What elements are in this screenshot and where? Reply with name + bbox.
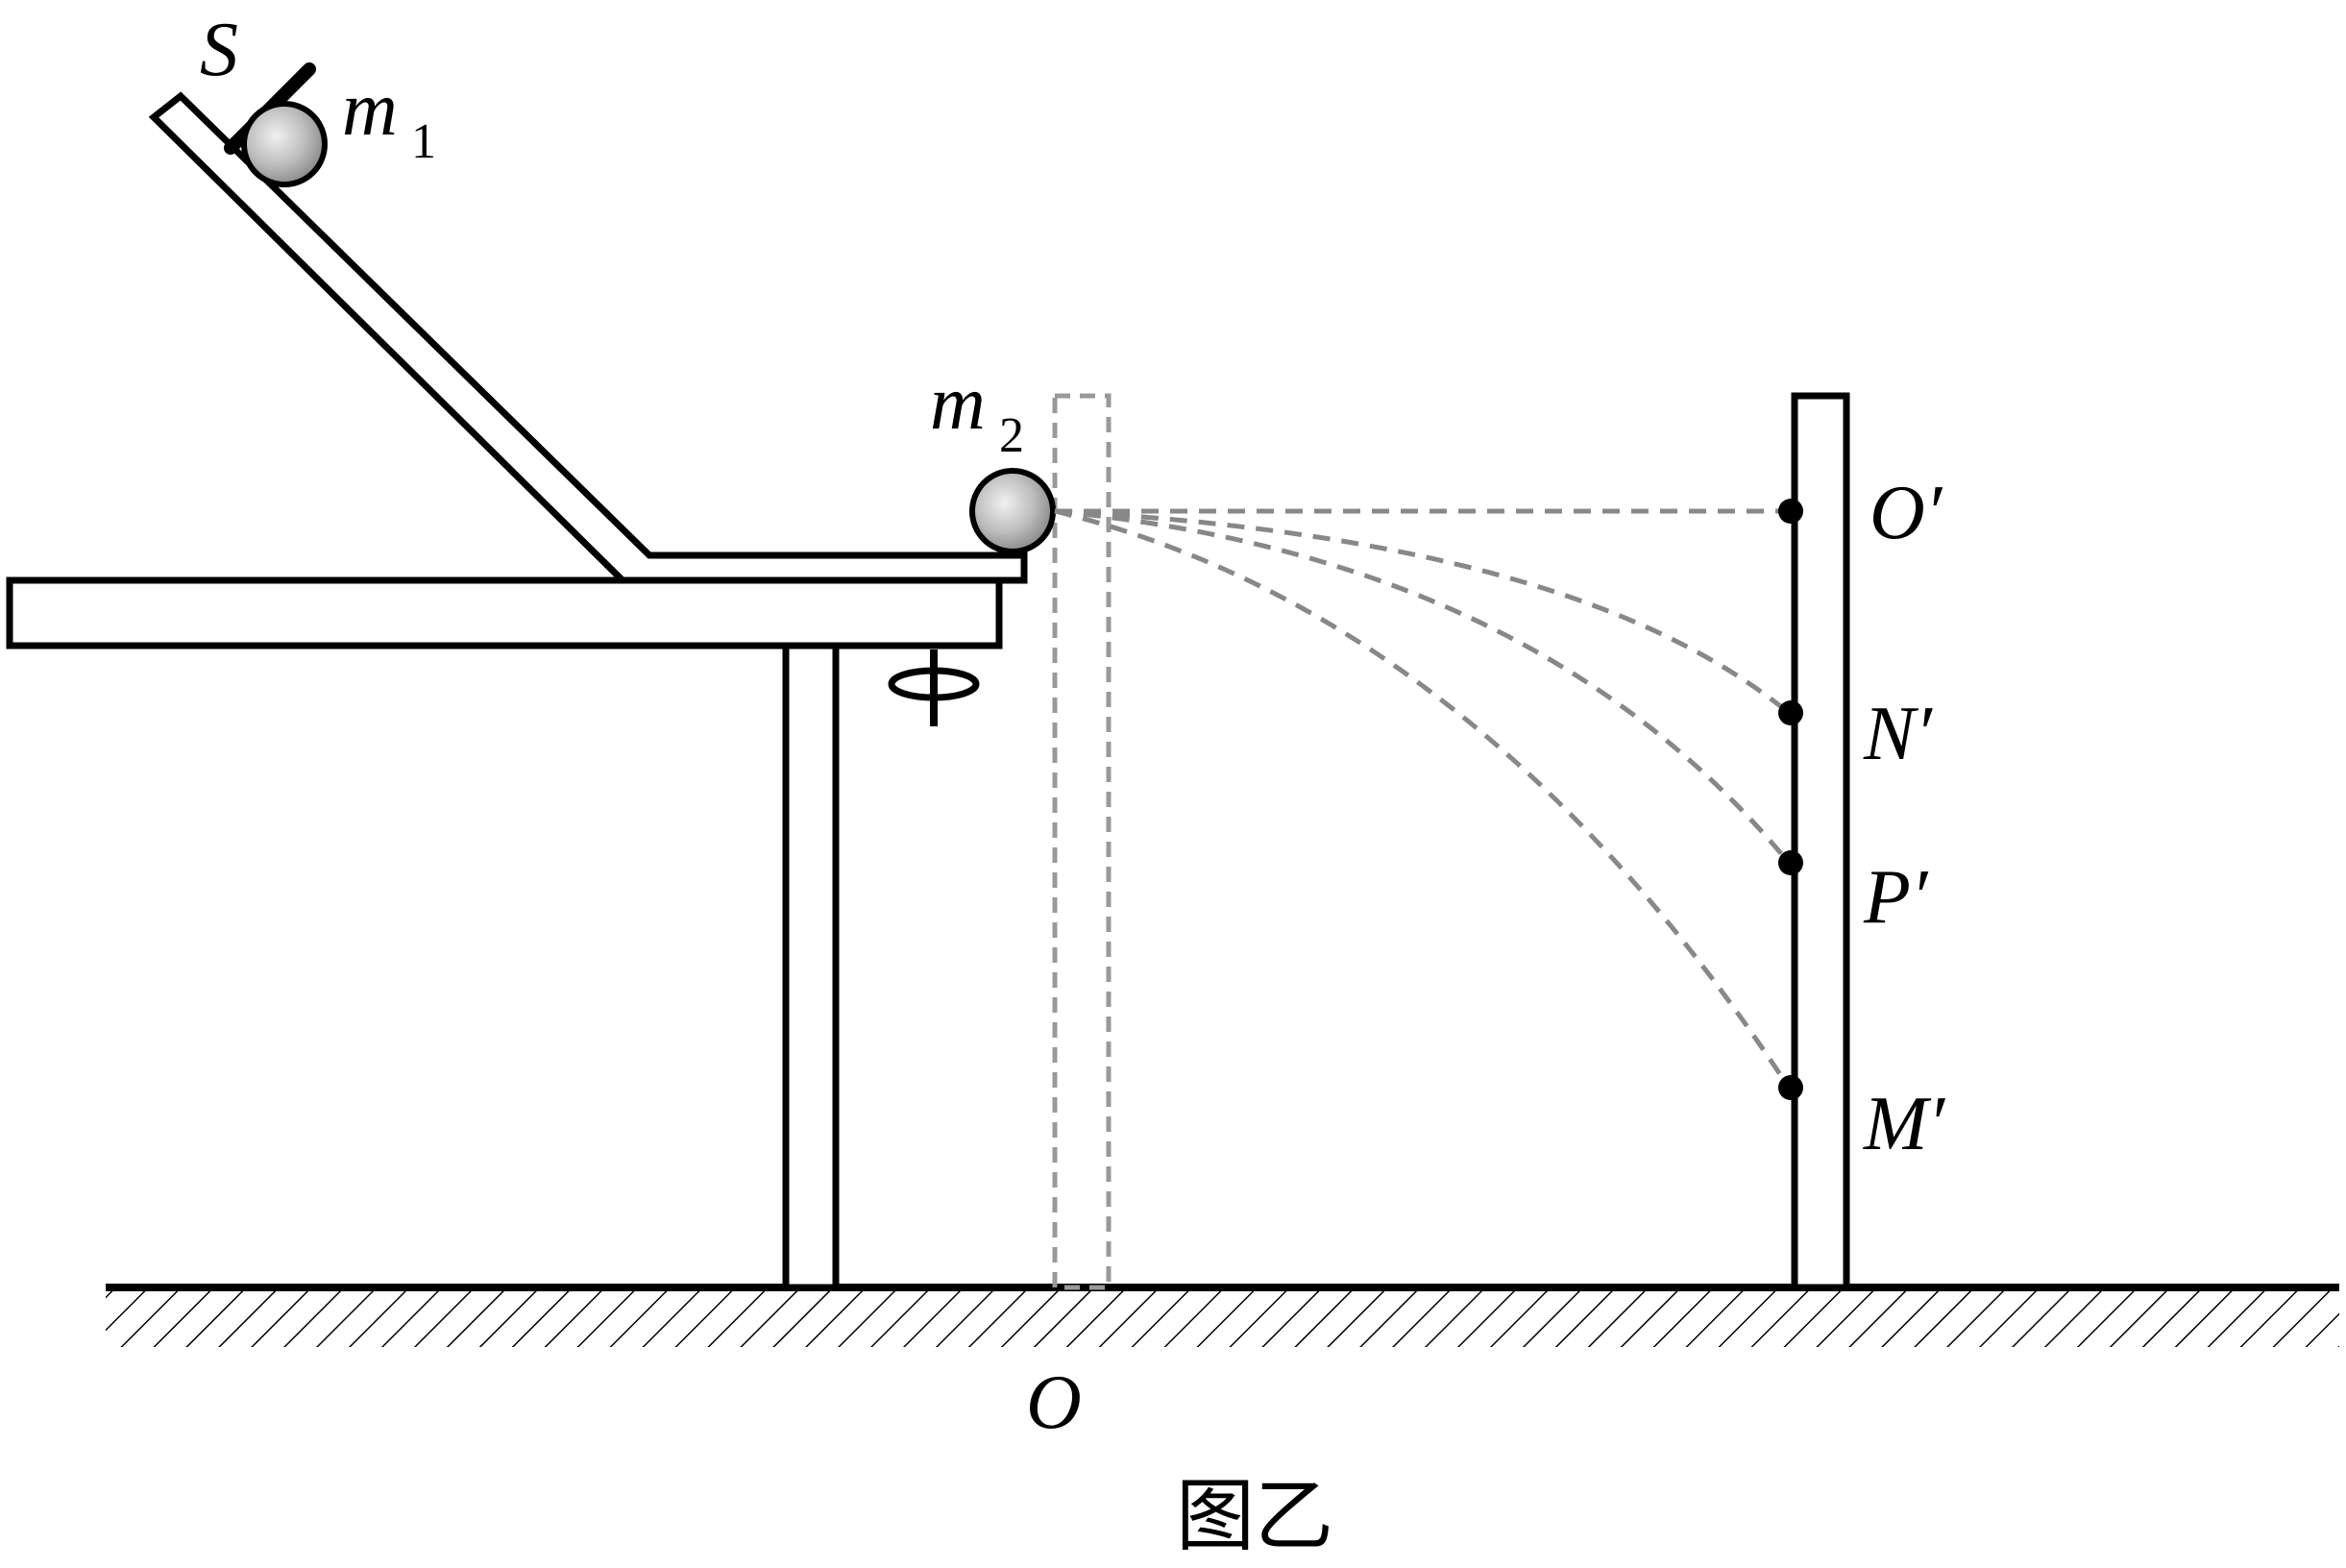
point-n-prime [1778, 700, 1803, 725]
label-n-prime: N′ [1863, 692, 1933, 776]
trajectory-m-prime [1054, 508, 1792, 1090]
point-p-prime [1778, 850, 1803, 875]
label-m2-sub: 2 [999, 408, 1024, 463]
label-m-prime: M′ [1863, 1082, 1946, 1166]
label-m1: m [342, 67, 398, 152]
point-o-prime [1778, 499, 1803, 524]
label-m2: m [930, 361, 986, 446]
plumb-guide [1052, 393, 1112, 1290]
clamp-screw-icon [888, 649, 980, 726]
ball-m2 [969, 468, 1056, 554]
label-o-prime: O′ [1869, 471, 1943, 555]
label-origin-o: O [1026, 1360, 1082, 1445]
ground-hatching [106, 1287, 2339, 1347]
inclined-chute [148, 91, 1028, 584]
label-m1-sub: 1 [411, 114, 436, 169]
table-top [6, 576, 1003, 649]
figure-caption: 图乙 [1176, 1471, 1333, 1562]
ball-m1 [241, 101, 328, 187]
trajectories [1054, 508, 1792, 1090]
trajectory-p-prime [1054, 508, 1791, 865]
vertical-board [1791, 392, 1850, 1291]
label-s: S [200, 8, 238, 92]
trajectory-n-prime [1054, 508, 1791, 715]
point-m-prime [1778, 1075, 1803, 1100]
ground [106, 1284, 2339, 1347]
label-p-prime: P′ [1863, 855, 1929, 940]
table-leg [782, 642, 840, 1291]
